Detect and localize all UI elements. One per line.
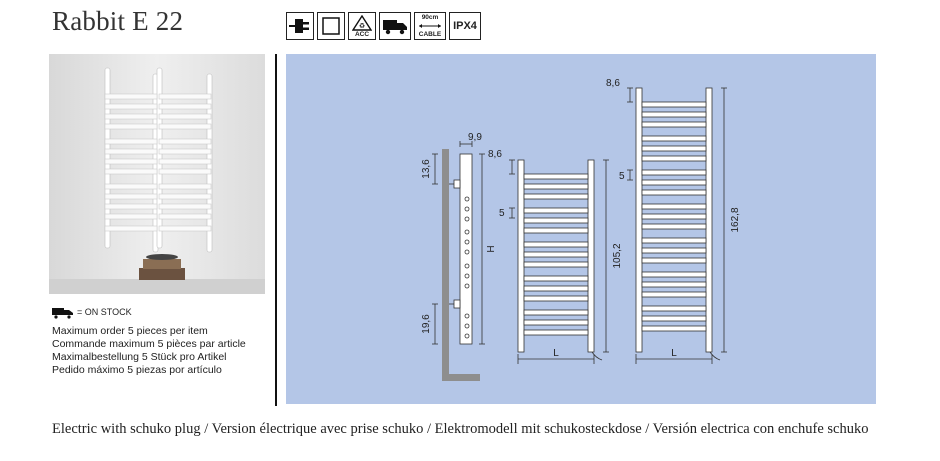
wall-profile [442, 149, 449, 381]
dim-side-top: 13,6 [421, 159, 432, 179]
order-limit-fr: Commande maximum 5 pièces par article [52, 338, 246, 350]
dim-height-var: H [486, 245, 497, 252]
dim-small-top: 8,6 [488, 149, 502, 160]
stock-info: = ON STOCK Maximum order 5 pieces per it… [52, 306, 246, 377]
divider-line [275, 54, 277, 406]
white-square-icon [317, 12, 345, 40]
on-stock-label: = ON STOCK [77, 307, 132, 317]
cable-length-icon: 90cm CABLE [414, 12, 446, 40]
small-radiator [517, 159, 595, 353]
product-photo [49, 54, 265, 294]
product-title: Rabbit E 22 [52, 6, 184, 36]
cable-label: CABLE [418, 31, 442, 38]
dim-large-gap: 5 [619, 171, 625, 182]
order-limit-es: Pedido máximo 5 piezas por artículo [52, 364, 222, 376]
dim-large-top: 8,6 [606, 78, 620, 89]
product-caption: Electric with schuko plug / Version élec… [52, 421, 869, 437]
technical-drawing: 13,6 19,6 9,9 H 8,6 5 105,2 L 8,6 5 162,… [421, 78, 741, 381]
large-radiator [635, 87, 713, 353]
dim-depth: 9,9 [468, 132, 482, 143]
side-radiator [459, 153, 473, 345]
dim-large-height: 162,8 [730, 207, 741, 232]
floor-profile [442, 374, 480, 381]
ipx4-icon: IPX4 [449, 12, 481, 40]
technical-drawing-panel: 13,6 19,6 9,9 H 8,6 5 105,2 L 8,6 5 162,… [286, 54, 876, 404]
on-stock-row: = ON STOCK [52, 306, 246, 319]
order-limit-de: Maximalbestellung 5 Stück pro Artikel [52, 351, 227, 363]
dim-small-height: 105,2 [612, 243, 623, 268]
svg-text:♻: ♻ [359, 23, 365, 30]
recycle-triangle-icon: ♻ ACC [348, 12, 376, 40]
ipx4-label: IPX4 [453, 20, 477, 32]
acc-label: ACC [354, 31, 370, 38]
dim-large-width: L [671, 348, 677, 359]
cable-length-value: 90cm [421, 14, 439, 21]
dim-side-bottom: 19,6 [421, 314, 432, 334]
dim-small-gap: 5 [499, 208, 505, 219]
delivery-truck-icon [52, 307, 73, 319]
feature-icons: ♻ ACC 90cm CABLE IPX4 [286, 12, 481, 40]
dim-small-width: L [553, 348, 559, 359]
order-limit-en: Maximum order 5 pieces per item [52, 325, 208, 337]
electric-plug-icon [286, 12, 314, 40]
delivery-truck-icon [379, 12, 411, 40]
